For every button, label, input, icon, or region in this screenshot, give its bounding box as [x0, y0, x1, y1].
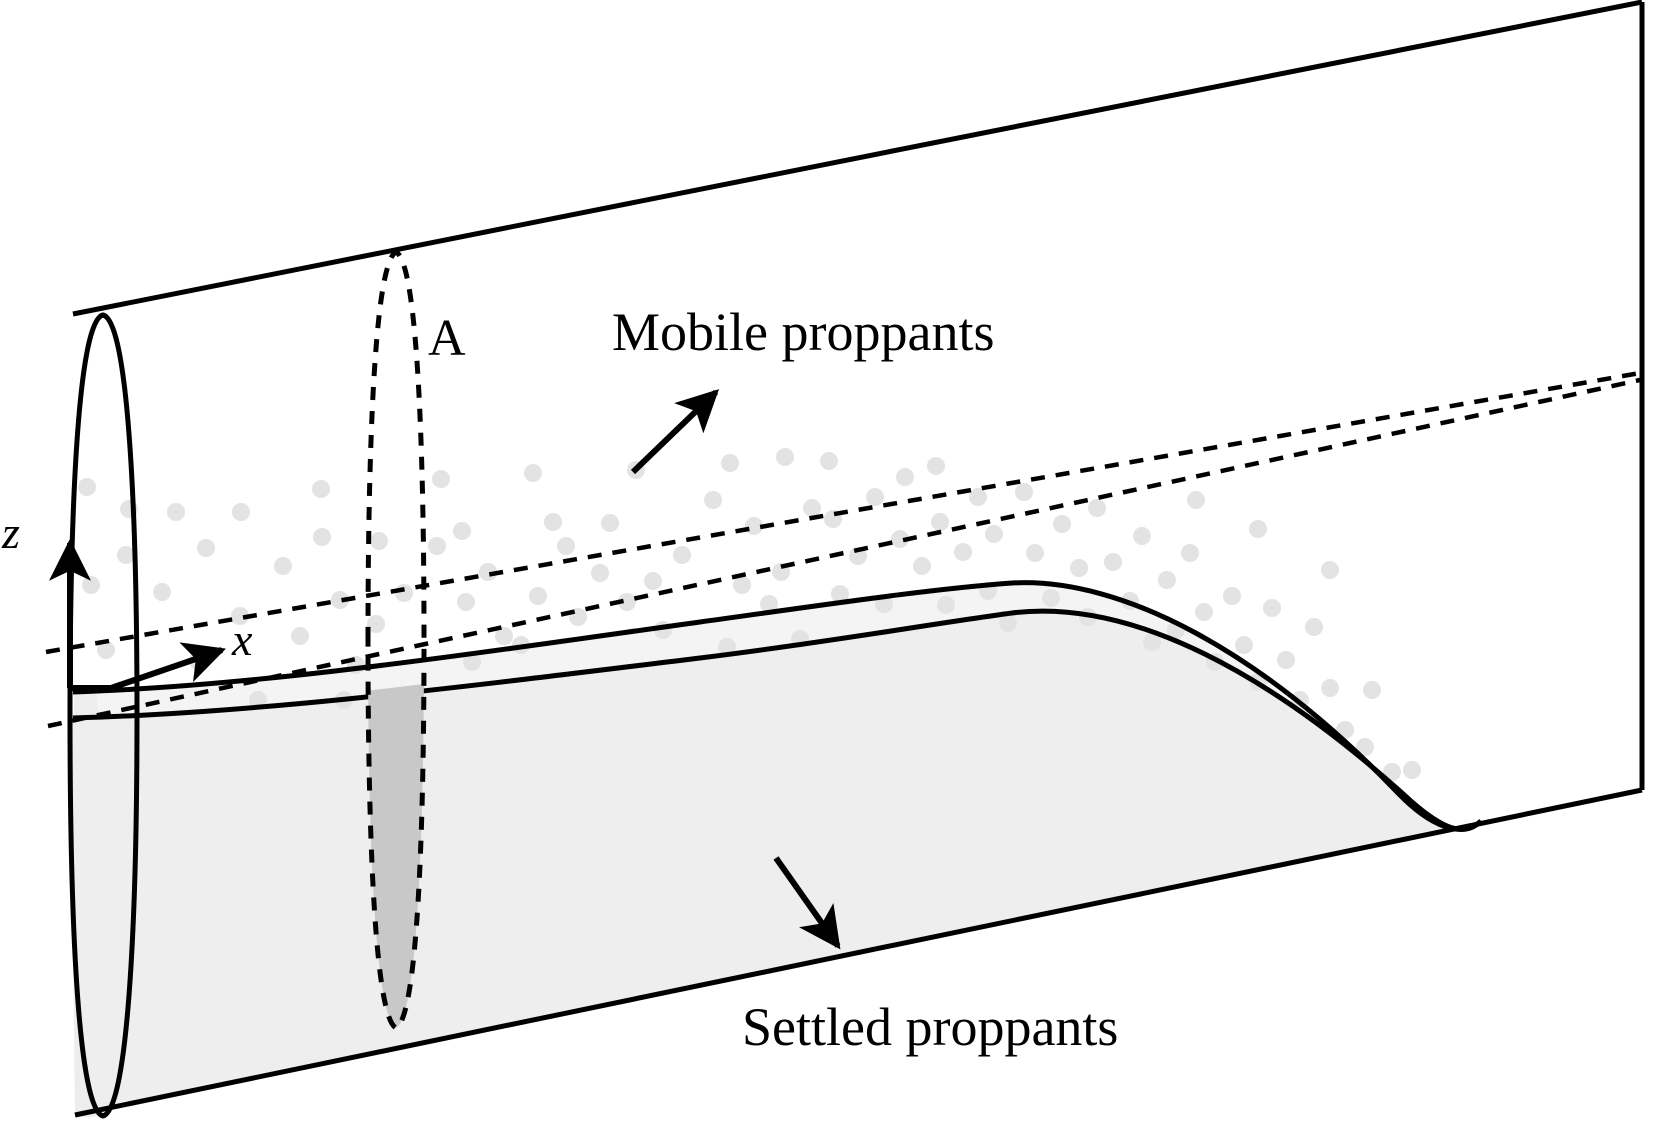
tube-top-edge — [72, 0, 1643, 317]
cross-section-a-label: A — [428, 310, 466, 367]
tube-outline — [67, 0, 1645, 1119]
mobile-proppants-arrow — [630, 389, 720, 475]
tube-centerline-dashed-pair — [45, 370, 1641, 729]
settled-proppants-arrow — [773, 856, 841, 950]
tube-bottom-edge — [74, 787, 1643, 1118]
x-axis-label: x — [232, 614, 253, 665]
x-axis-arrow — [110, 642, 226, 691]
z-axis-label: z — [2, 507, 20, 558]
bed-front-face — [75, 609, 1642, 1115]
coordinate-axes — [49, 538, 226, 691]
bed-top-surface-band — [75, 581, 1480, 829]
tube-left-endcap-ellipse — [67, 312, 140, 1119]
centerline-dashed-lower — [47, 377, 1641, 729]
cross-section-a — [365, 249, 427, 1031]
mobile-proppants-label: Mobile proppants — [612, 302, 995, 362]
settled-proppants-label: Settled proppants — [742, 997, 1119, 1057]
left-endcap-bed-fill — [70, 716, 137, 1116]
centerline-dashed-upper — [45, 370, 1641, 655]
cross-section-a-ellipse — [365, 249, 427, 1031]
